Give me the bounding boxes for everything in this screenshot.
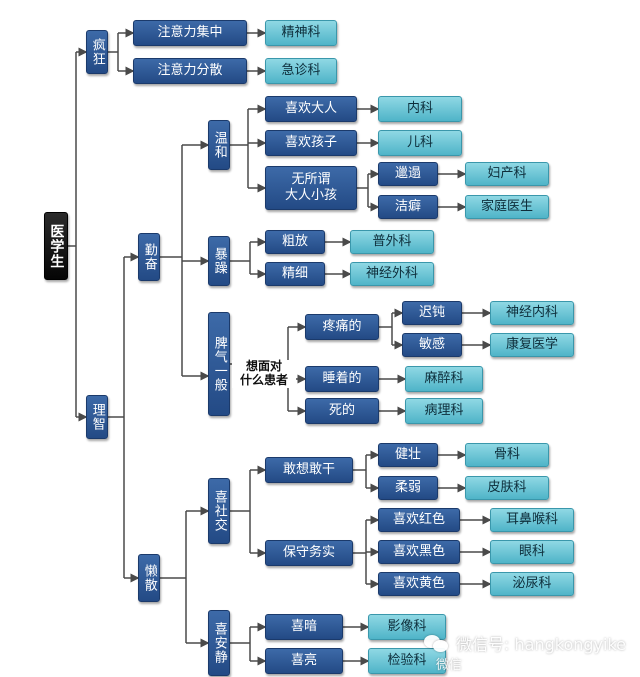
dept-pifuke: 皮肤科 <box>465 476 549 500</box>
trait-baoshou: 保守务实 <box>265 540 353 566</box>
dept-shenjingneike: 神经内科 <box>490 301 574 325</box>
branch-shejiao: 喜社交 <box>208 478 230 544</box>
dept-shenjingwaike: 神经外科 <box>350 262 434 286</box>
edge-note-patient-type: 想面对 什么患者 <box>232 359 296 388</box>
trait-hongse: 喜欢红色 <box>378 508 460 532</box>
branch-piqi: 脾气一般 <box>208 312 230 416</box>
branch-baozao: 暴躁 <box>208 236 230 286</box>
trait-xihuan-daren: 喜欢大人 <box>265 96 357 122</box>
trait-rouruo: 柔弱 <box>378 476 438 500</box>
trait-lata: 邋遢 <box>378 162 438 186</box>
branch-wenhe: 温和 <box>208 120 230 170</box>
trait-xihuan-haizi: 喜欢孩子 <box>265 130 357 156</box>
dept-jiating: 家庭医生 <box>465 195 549 219</box>
branch-fengkuang: 疯狂 <box>86 30 108 74</box>
trait-jingxi: 精细 <box>265 262 325 286</box>
trait-cufang: 粗放 <box>265 230 325 254</box>
dept-erke: 儿科 <box>378 130 462 156</box>
trait-wusuowei: 无所谓 大人小孩 <box>265 166 357 210</box>
branch-landuo: 懒散 <box>138 554 160 602</box>
dept-kangfu: 康复医学 <box>490 333 574 357</box>
branch-qinfen: 勤奋 <box>138 233 160 281</box>
watermark-text-secondary: 微信 <box>435 658 462 673</box>
dept-jingshenke: 精神科 <box>265 20 337 46</box>
watermark-text: 微信号: hangkongyike <box>456 635 626 654</box>
dept-erbihouke: 耳鼻喉科 <box>490 508 574 532</box>
dept-jianyanke: 检验科 <box>368 648 446 674</box>
watermark: 微信号: hangkongyike <box>424 631 626 655</box>
dept-neike: 内科 <box>378 96 462 122</box>
trait-xiliang: 喜亮 <box>265 648 343 674</box>
trait-heise: 喜欢黑色 <box>378 540 460 564</box>
root-node: 医学生 <box>44 212 68 280</box>
dept-mazuike: 麻醉科 <box>405 366 483 392</box>
branch-anjing: 喜安静 <box>208 610 230 676</box>
trait-gansi: 敢想敢干 <box>265 457 353 483</box>
wechat-icon <box>424 633 450 653</box>
trait-mingan: 敏感 <box>402 333 462 357</box>
dept-jizhenke: 急诊科 <box>265 58 337 84</box>
trait-xian: 喜暗 <box>265 614 343 640</box>
branch-lizhi: 理智 <box>86 395 108 439</box>
trait-zhuyi-fensan: 注意力分散 <box>133 58 247 84</box>
trait-shuizhao: 睡着的 <box>305 366 379 392</box>
trait-tongtong: 疼痛的 <box>305 314 379 340</box>
trait-jiepi: 洁癖 <box>378 195 438 219</box>
dept-puwaike: 普外科 <box>350 230 434 254</box>
dept-miniaoke: 泌尿科 <box>490 572 574 596</box>
trait-chidun: 迟钝 <box>402 301 462 325</box>
trait-zhuyi-jizhong: 注意力集中 <box>133 20 247 46</box>
trait-jianzhuang: 健壮 <box>378 443 438 467</box>
dept-binglike: 病理科 <box>405 398 483 424</box>
dept-fuchanke: 妇产科 <box>465 162 549 186</box>
trait-side: 死的 <box>305 398 379 424</box>
dept-yanke: 眼科 <box>490 540 574 564</box>
dept-guke: 骨科 <box>465 443 549 467</box>
trait-huangse: 喜欢黄色 <box>378 572 460 596</box>
